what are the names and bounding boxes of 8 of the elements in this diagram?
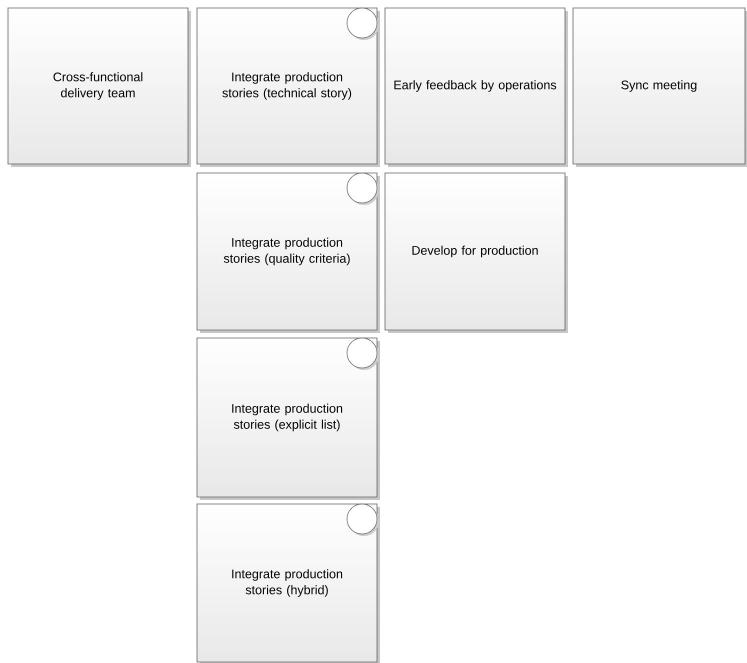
process-box: Integrate production stories (quality criteria) <box>196 172 380 333</box>
process-box: Integrate production stories (hybrid) <box>196 504 380 663</box>
process-box: Integrate production stories (explicit list) <box>196 338 380 500</box>
process-box: Integrate production stories (technical story) <box>196 8 380 167</box>
process-box: Sync meeting <box>572 8 747 167</box>
process-box: Early feedback by operations <box>384 8 568 167</box>
process-box: Cross-functional delivery team <box>8 8 191 167</box>
process-box: Develop for production <box>384 172 568 333</box>
